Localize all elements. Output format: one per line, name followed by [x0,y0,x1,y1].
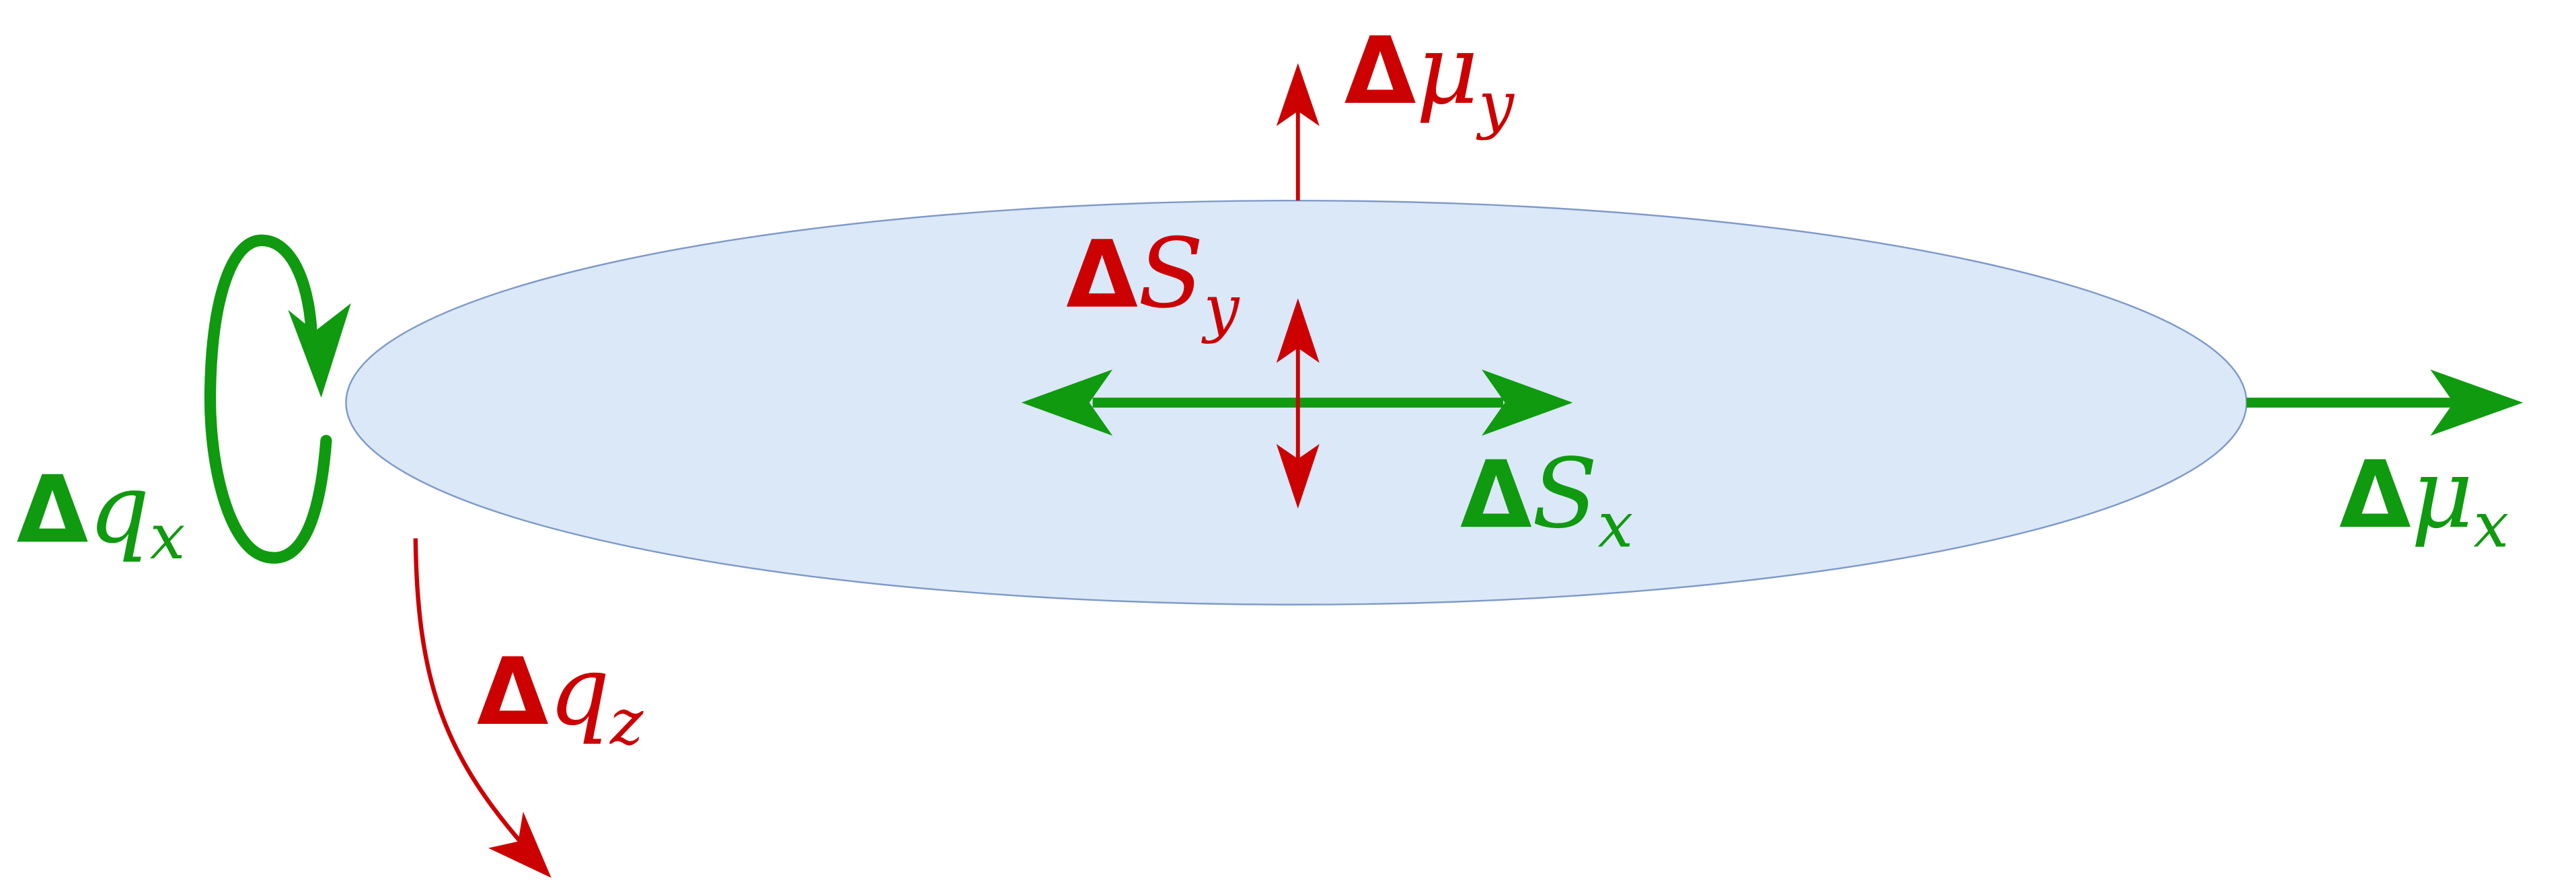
label-mu-x: Δμx [2339,437,2509,562]
q-x-rotation-arrow [204,234,351,564]
label-s-y: ΔSy [1066,217,1240,345]
q-z-curved-arrow [413,538,552,878]
label-q-x: Δqx [17,452,186,574]
s-y-arrow [1276,298,1320,509]
mu-y-arrow [1276,63,1320,201]
mu-x-arrow [2246,369,2524,436]
label-q-z: Δqz [477,634,644,760]
label-mu-y: Δμy [1344,13,1515,141]
label-s-x: ΔSx [1460,437,1633,562]
